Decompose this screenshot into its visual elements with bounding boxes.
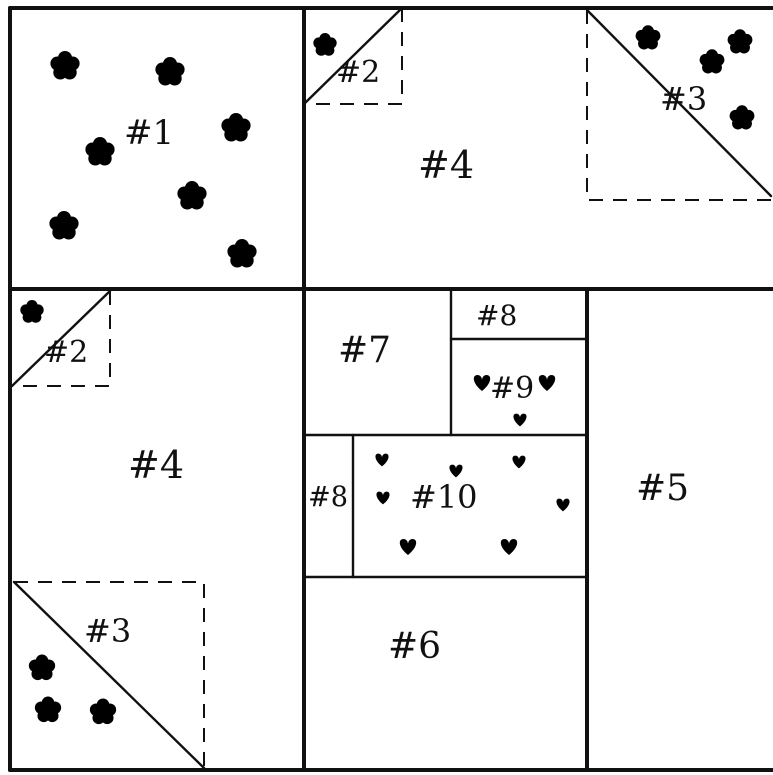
flower-icon	[29, 655, 55, 681]
piece-label-2-left: #2	[44, 335, 88, 370]
heart-icon	[400, 539, 416, 555]
piece-label-1: #1	[124, 113, 174, 153]
flower-icon	[227, 239, 256, 268]
piece-label-4-top: #4	[418, 143, 474, 187]
piece-label-10: #10	[410, 478, 478, 516]
heart-icon	[375, 454, 388, 467]
flower-icon	[20, 300, 43, 323]
piece-label-5: #5	[636, 468, 689, 509]
heart-icon	[501, 539, 517, 555]
flower-icon	[636, 25, 661, 49]
flower-icon	[728, 29, 753, 53]
heart-icon	[539, 375, 555, 391]
flower-icon	[49, 211, 78, 240]
piece-label-8-top: #8	[476, 299, 517, 332]
heart-icon	[449, 465, 462, 478]
piece-label-3-top: #3	[660, 80, 707, 118]
flower-icon	[177, 181, 206, 210]
heart-motifs	[375, 375, 569, 555]
piece-label-8-left: #8	[308, 480, 348, 513]
piece-label-7: #7	[338, 330, 391, 371]
flower-icon	[313, 33, 336, 56]
piece-labels: #1 #2 #3 #4 #2 #4 #3 #7 #8 #9 #8 #10 #5 …	[44, 55, 707, 667]
heart-icon	[513, 414, 526, 427]
flower-icon	[730, 105, 755, 129]
flower-icon	[700, 49, 725, 73]
flower-icon	[155, 57, 184, 86]
piece-label-6: #6	[388, 626, 441, 667]
piece-label-3-left: #3	[84, 612, 131, 650]
piece-label-2-top: #2	[336, 55, 380, 90]
heart-icon	[474, 375, 490, 391]
heart-icon	[512, 456, 525, 469]
heart-icon	[376, 492, 389, 505]
piece-label-9: #9	[490, 371, 534, 406]
piece-label-4-left: #4	[128, 443, 184, 487]
flower-icon	[35, 697, 61, 723]
heart-icon	[556, 499, 569, 512]
flower-icon	[85, 137, 114, 166]
flower-icon	[50, 51, 79, 80]
flower-icon	[90, 699, 116, 725]
flower-icon	[221, 113, 250, 142]
